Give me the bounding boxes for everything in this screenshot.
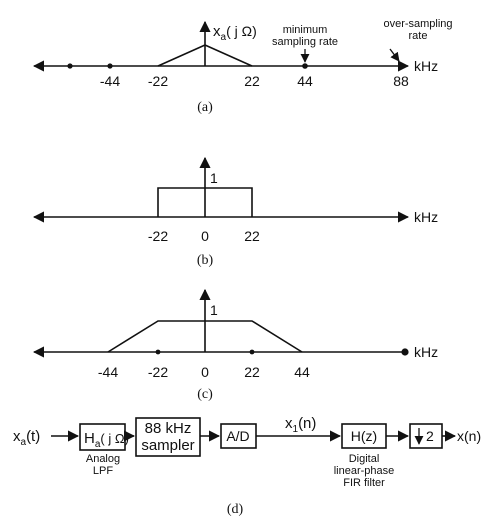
level-label: 1	[210, 302, 218, 318]
spectrum-label: xa( j Ω)	[213, 23, 257, 43]
ideal-lowpass-response	[157, 187, 253, 217]
tick-dot-88	[398, 63, 404, 69]
over-rate-pointer	[389, 48, 400, 62]
filter-caption-line1: Digital	[349, 453, 380, 465]
sampler-label-line2: sampler	[141, 437, 194, 454]
min-rate-annotation-line2: sampling rate	[272, 36, 338, 48]
panel-d-block-diagram: xa(t) Ha( j Ω) Analog LPF 88 kHz sampler…	[13, 415, 481, 517]
lpf-caption-line2: LPF	[93, 465, 113, 477]
spectrum-triangle	[157, 44, 253, 67]
tick-label: -22	[148, 73, 168, 89]
filter-block-label: H(z)	[351, 428, 377, 444]
tick-dot	[249, 349, 255, 355]
axis-unit: kHz	[414, 344, 438, 360]
panel-caption: (b)	[197, 253, 214, 268]
replica-dot	[67, 63, 73, 69]
min-rate-annotation-line1: minimum	[283, 24, 328, 36]
tick-label: 0	[201, 228, 209, 244]
input-signal-label: xa(t)	[13, 428, 40, 448]
sampler-block	[135, 417, 201, 457]
tick-label: 88	[393, 73, 409, 89]
panel-caption: (d)	[227, 502, 244, 517]
tick-label: -44	[98, 364, 118, 380]
tick-label: 44	[294, 364, 310, 380]
tick-label: 44	[297, 73, 313, 89]
panel-a-spectrum: xa( j Ω) minimum sampling rate over-samp…	[32, 18, 453, 115]
over-rate-annotation-line2: rate	[409, 30, 428, 42]
panel-caption: (c)	[197, 387, 213, 402]
tick-dot-44	[302, 63, 308, 69]
output-signal-label: x(n)	[457, 428, 481, 444]
tick-label: -22	[148, 228, 168, 244]
sampler-label-line1: 88 kHz	[145, 420, 192, 437]
filter-caption-line2: linear-phase	[334, 465, 395, 477]
tick-label: -44	[100, 73, 120, 89]
level-label: 1	[210, 170, 218, 186]
ad-block-label: A/D	[226, 428, 249, 444]
tick-dot-neg44	[107, 63, 113, 69]
tick-label: -22	[148, 364, 168, 380]
intermediate-signal-label: x1(n)	[285, 415, 316, 435]
tick-dot	[155, 349, 161, 355]
tick-label: 22	[244, 228, 260, 244]
over-rate-annotation-line1: over-sampling	[383, 18, 452, 30]
panel-caption: (a)	[197, 100, 213, 115]
tick-label: 0	[201, 364, 209, 380]
trapezoid-response	[107, 320, 303, 353]
axis-unit: kHz	[414, 209, 438, 225]
lpf-caption-line1: Analog	[86, 453, 120, 465]
panel-b-ideal-filter: 1 -22 0 22 kHz (b)	[32, 156, 438, 268]
lpf-block-label: Ha( j Ω)	[84, 430, 129, 450]
tick-label: 22	[244, 73, 260, 89]
tick-label: 22	[244, 364, 260, 380]
decimation-factor: 2	[426, 428, 434, 444]
axis-end-dot	[401, 348, 409, 356]
panel-c-relaxed-filter: 1 -44 -22 0 22 44 kHz (c)	[32, 288, 438, 402]
axis-unit: kHz	[414, 58, 438, 74]
filter-caption-line3: FIR filter	[343, 477, 385, 489]
